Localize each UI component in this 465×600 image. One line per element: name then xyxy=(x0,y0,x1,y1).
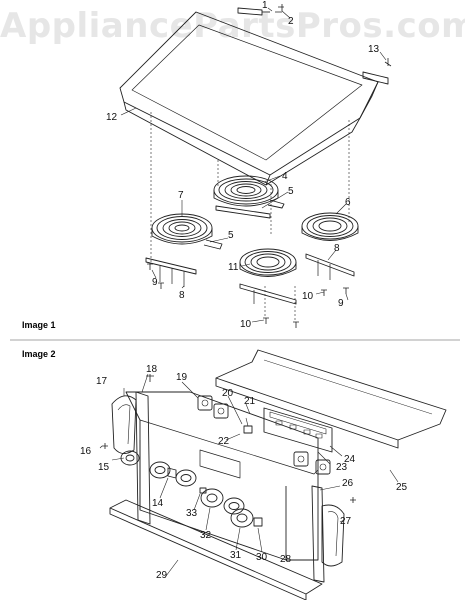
callout-15: 15 xyxy=(98,462,110,473)
trim-strip-29 xyxy=(109,499,323,600)
section-label-image-2: Image 2 xyxy=(22,349,56,359)
callout-16: 16 xyxy=(80,446,92,457)
callout-10-lower: 10 xyxy=(240,319,252,330)
callout-7: 7 xyxy=(178,190,184,201)
infinite-switch-back-2 xyxy=(213,403,229,419)
callout-4: 4 xyxy=(282,171,288,182)
surface-element-6 xyxy=(301,212,359,241)
knob-32 xyxy=(200,488,224,508)
callout-9-left: 9 xyxy=(152,277,158,288)
callout-28: 28 xyxy=(280,554,292,565)
callout-1: 1 xyxy=(262,0,268,11)
callout-29: 29 xyxy=(156,570,168,581)
light-switch-30 xyxy=(253,517,263,527)
control-panel-glass-25 xyxy=(215,349,447,449)
callout-12: 12 xyxy=(106,112,118,123)
callout-6: 6 xyxy=(345,197,351,208)
knob-15 xyxy=(120,450,140,466)
callout-17: 17 xyxy=(96,376,108,387)
knob-front-2 xyxy=(223,497,245,515)
element-bracket-5-upper xyxy=(215,205,271,219)
leader-lines xyxy=(99,7,399,577)
knob-left-3 xyxy=(175,469,197,487)
infinite-switch-rear-right-1 xyxy=(293,451,309,467)
end-cap-right-27 xyxy=(321,504,345,567)
callout-24: 24 xyxy=(344,454,356,465)
callout-33: 33 xyxy=(186,508,198,519)
callout-31: 31 xyxy=(230,550,242,561)
element-bracket-8-left xyxy=(145,257,197,287)
knob-left-2 xyxy=(149,461,171,479)
callout-10-right: 10 xyxy=(302,291,314,302)
section-label-image-1: Image 1 xyxy=(22,320,56,330)
callout-5-upper: 5 xyxy=(288,186,294,197)
callout-21: 21 xyxy=(244,396,256,407)
callout-27: 27 xyxy=(340,516,352,527)
callout-22: 22 xyxy=(218,436,230,447)
callout-9-right: 9 xyxy=(338,298,344,309)
callout-13: 13 xyxy=(368,44,380,55)
callout-26: 26 xyxy=(342,478,354,489)
control-panel-back-26 xyxy=(125,391,319,561)
end-cap-left-17 xyxy=(111,395,137,454)
surface-element-7 xyxy=(151,213,223,250)
callout-18: 18 xyxy=(146,364,158,375)
indicator-lamp-33 xyxy=(199,487,207,494)
callout-20: 20 xyxy=(222,388,234,399)
screw-2 xyxy=(275,4,284,13)
callout-30: 30 xyxy=(256,552,268,563)
callout-14: 14 xyxy=(152,498,164,509)
clock-control-board-24 xyxy=(263,407,333,453)
callout-8-right: 8 xyxy=(334,243,340,254)
callout-23: 23 xyxy=(336,462,348,473)
cooktop-trim-clip xyxy=(237,7,270,16)
cooktop-glass-top xyxy=(119,11,379,186)
callout-8-left: 8 xyxy=(179,290,185,301)
callout-25: 25 xyxy=(396,482,408,493)
cooktop-side-clip xyxy=(362,71,389,85)
infinite-switch-rear-right-2 xyxy=(315,459,331,475)
callout-11: 11 xyxy=(228,262,239,273)
screw-13 xyxy=(384,58,392,67)
screws-image-1 xyxy=(147,263,349,328)
callout-19: 19 xyxy=(176,372,188,383)
control-panel-end-bracket-right xyxy=(311,485,325,583)
knob-31 xyxy=(230,508,254,528)
element-bracket-5-lower xyxy=(239,283,297,305)
surface-element-11 xyxy=(239,248,297,277)
bracket-clip-14 xyxy=(167,467,177,479)
control-panel-end-bracket-18 xyxy=(135,391,151,525)
infinite-switch-19 xyxy=(197,395,213,411)
callout-5-lower: 5 xyxy=(228,230,234,241)
callout-32: 32 xyxy=(200,530,212,541)
surface-element-4 xyxy=(213,175,285,209)
element-bracket-8-right xyxy=(305,253,355,280)
callout-2: 2 xyxy=(288,16,294,27)
indicator-switch-22 xyxy=(243,425,253,434)
